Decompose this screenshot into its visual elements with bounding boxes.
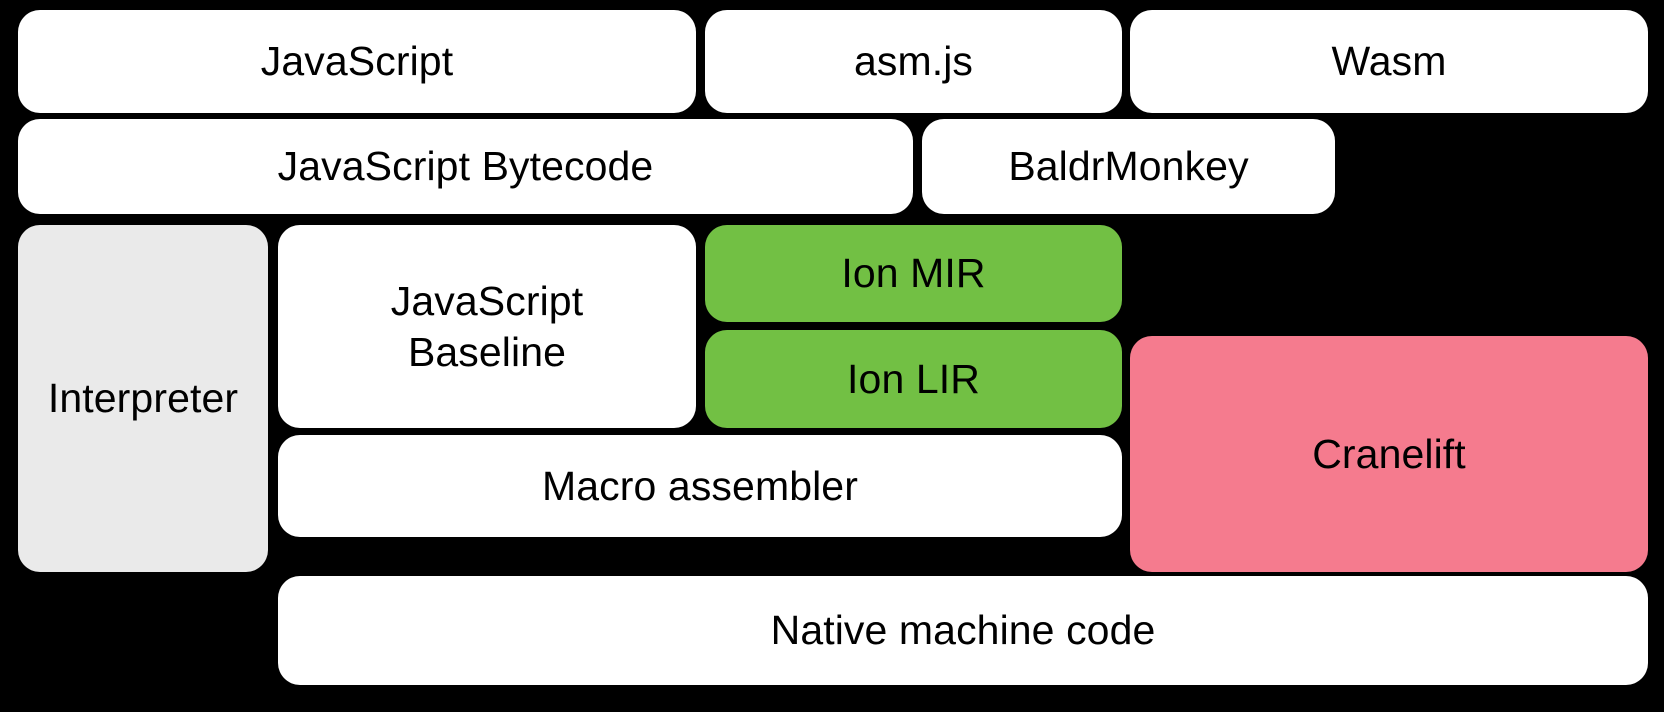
- node-baldrmonkey: BaldrMonkey: [922, 119, 1335, 214]
- node-cranelift: Cranelift: [1130, 336, 1648, 572]
- node-javascript: JavaScript: [18, 10, 696, 113]
- node-ion-lir: Ion LIR: [705, 330, 1122, 428]
- node-macro-assembler: Macro assembler: [278, 435, 1122, 537]
- node-ion-mir: Ion MIR: [705, 225, 1122, 322]
- node-javascript-baseline: JavaScript Baseline: [278, 225, 696, 428]
- node-javascript-bytecode: JavaScript Bytecode: [18, 119, 913, 214]
- node-interpreter: Interpreter: [18, 225, 268, 572]
- node-asmjs: asm.js: [705, 10, 1122, 113]
- node-native-machine-code: Native machine code: [278, 576, 1648, 685]
- node-wasm: Wasm: [1130, 10, 1648, 113]
